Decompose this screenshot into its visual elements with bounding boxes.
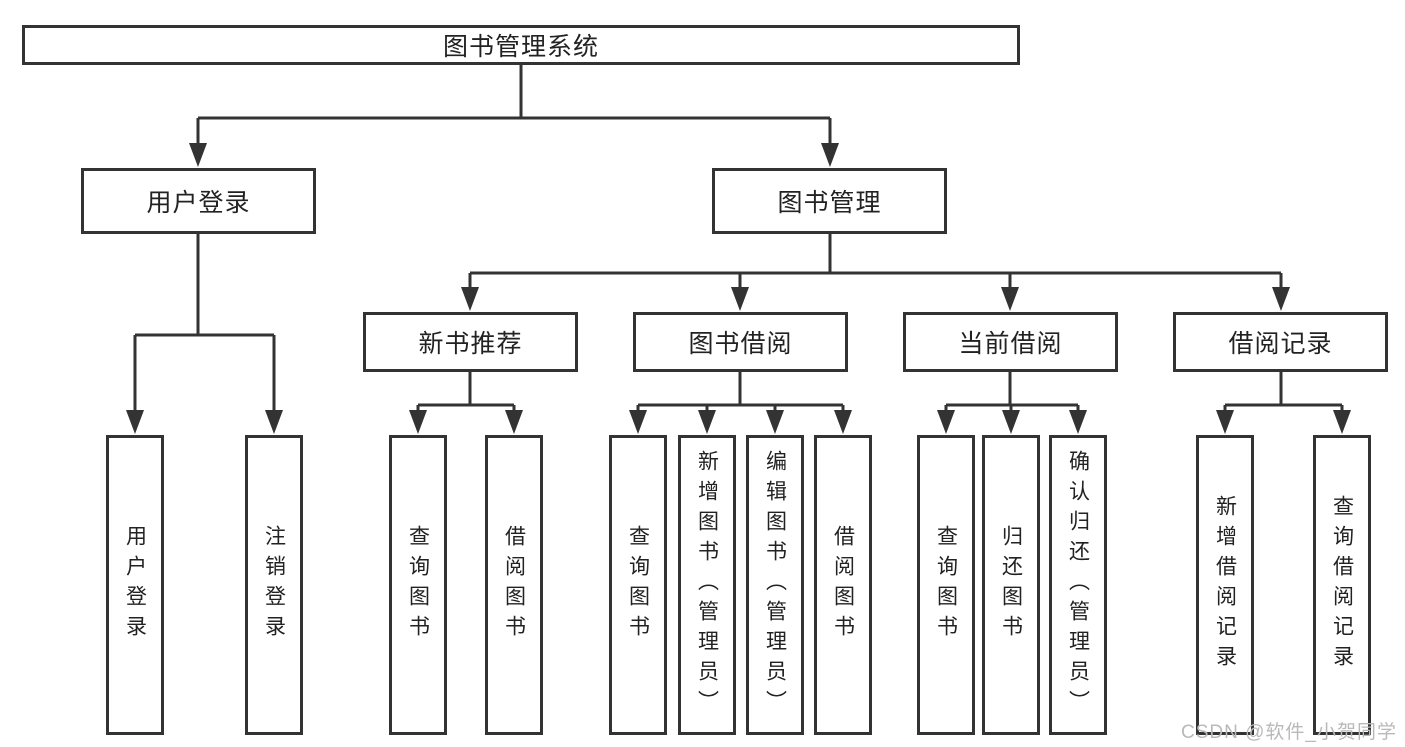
- leaf-borrow-add-book-admin: 新增图书（管理员）: [678, 435, 736, 735]
- node-book-borrow: 图书借阅: [633, 312, 848, 372]
- node-borrow-records: 借阅记录: [1173, 312, 1388, 372]
- leaf-records-query-record: 查询借阅记录: [1313, 435, 1371, 735]
- node-user-login: 用户登录: [81, 168, 316, 234]
- leaf-records-add-record: 新增借阅记录: [1196, 435, 1254, 735]
- node-book-management: 图书管理: [712, 168, 947, 234]
- leaf-current-confirm-return-admin: 确认归还（管理员）: [1049, 435, 1107, 735]
- node-new-book-recommend: 新书推荐: [363, 312, 578, 372]
- node-root: 图书管理系统: [22, 25, 1020, 65]
- leaf-user-login: 用户登录: [106, 435, 164, 735]
- csdn-watermark: CSDN @软件_小贺同学: [1181, 722, 1397, 743]
- leaf-borrow-edit-book-admin: 编辑图书（管理员）: [746, 435, 804, 735]
- leaf-borrow-borrow-book: 借阅图书: [814, 435, 872, 735]
- leaf-logout: 注销登录: [245, 435, 303, 735]
- leaf-borrow-query-book: 查询图书: [609, 435, 667, 735]
- node-current-borrow: 当前借阅: [903, 312, 1118, 372]
- leaf-current-return-book: 归还图书: [982, 435, 1040, 735]
- leaf-newbook-borrow-book: 借阅图书: [485, 435, 543, 735]
- leaf-newbook-query-book: 查询图书: [389, 435, 447, 735]
- leaf-current-query-book: 查询图书: [917, 435, 975, 735]
